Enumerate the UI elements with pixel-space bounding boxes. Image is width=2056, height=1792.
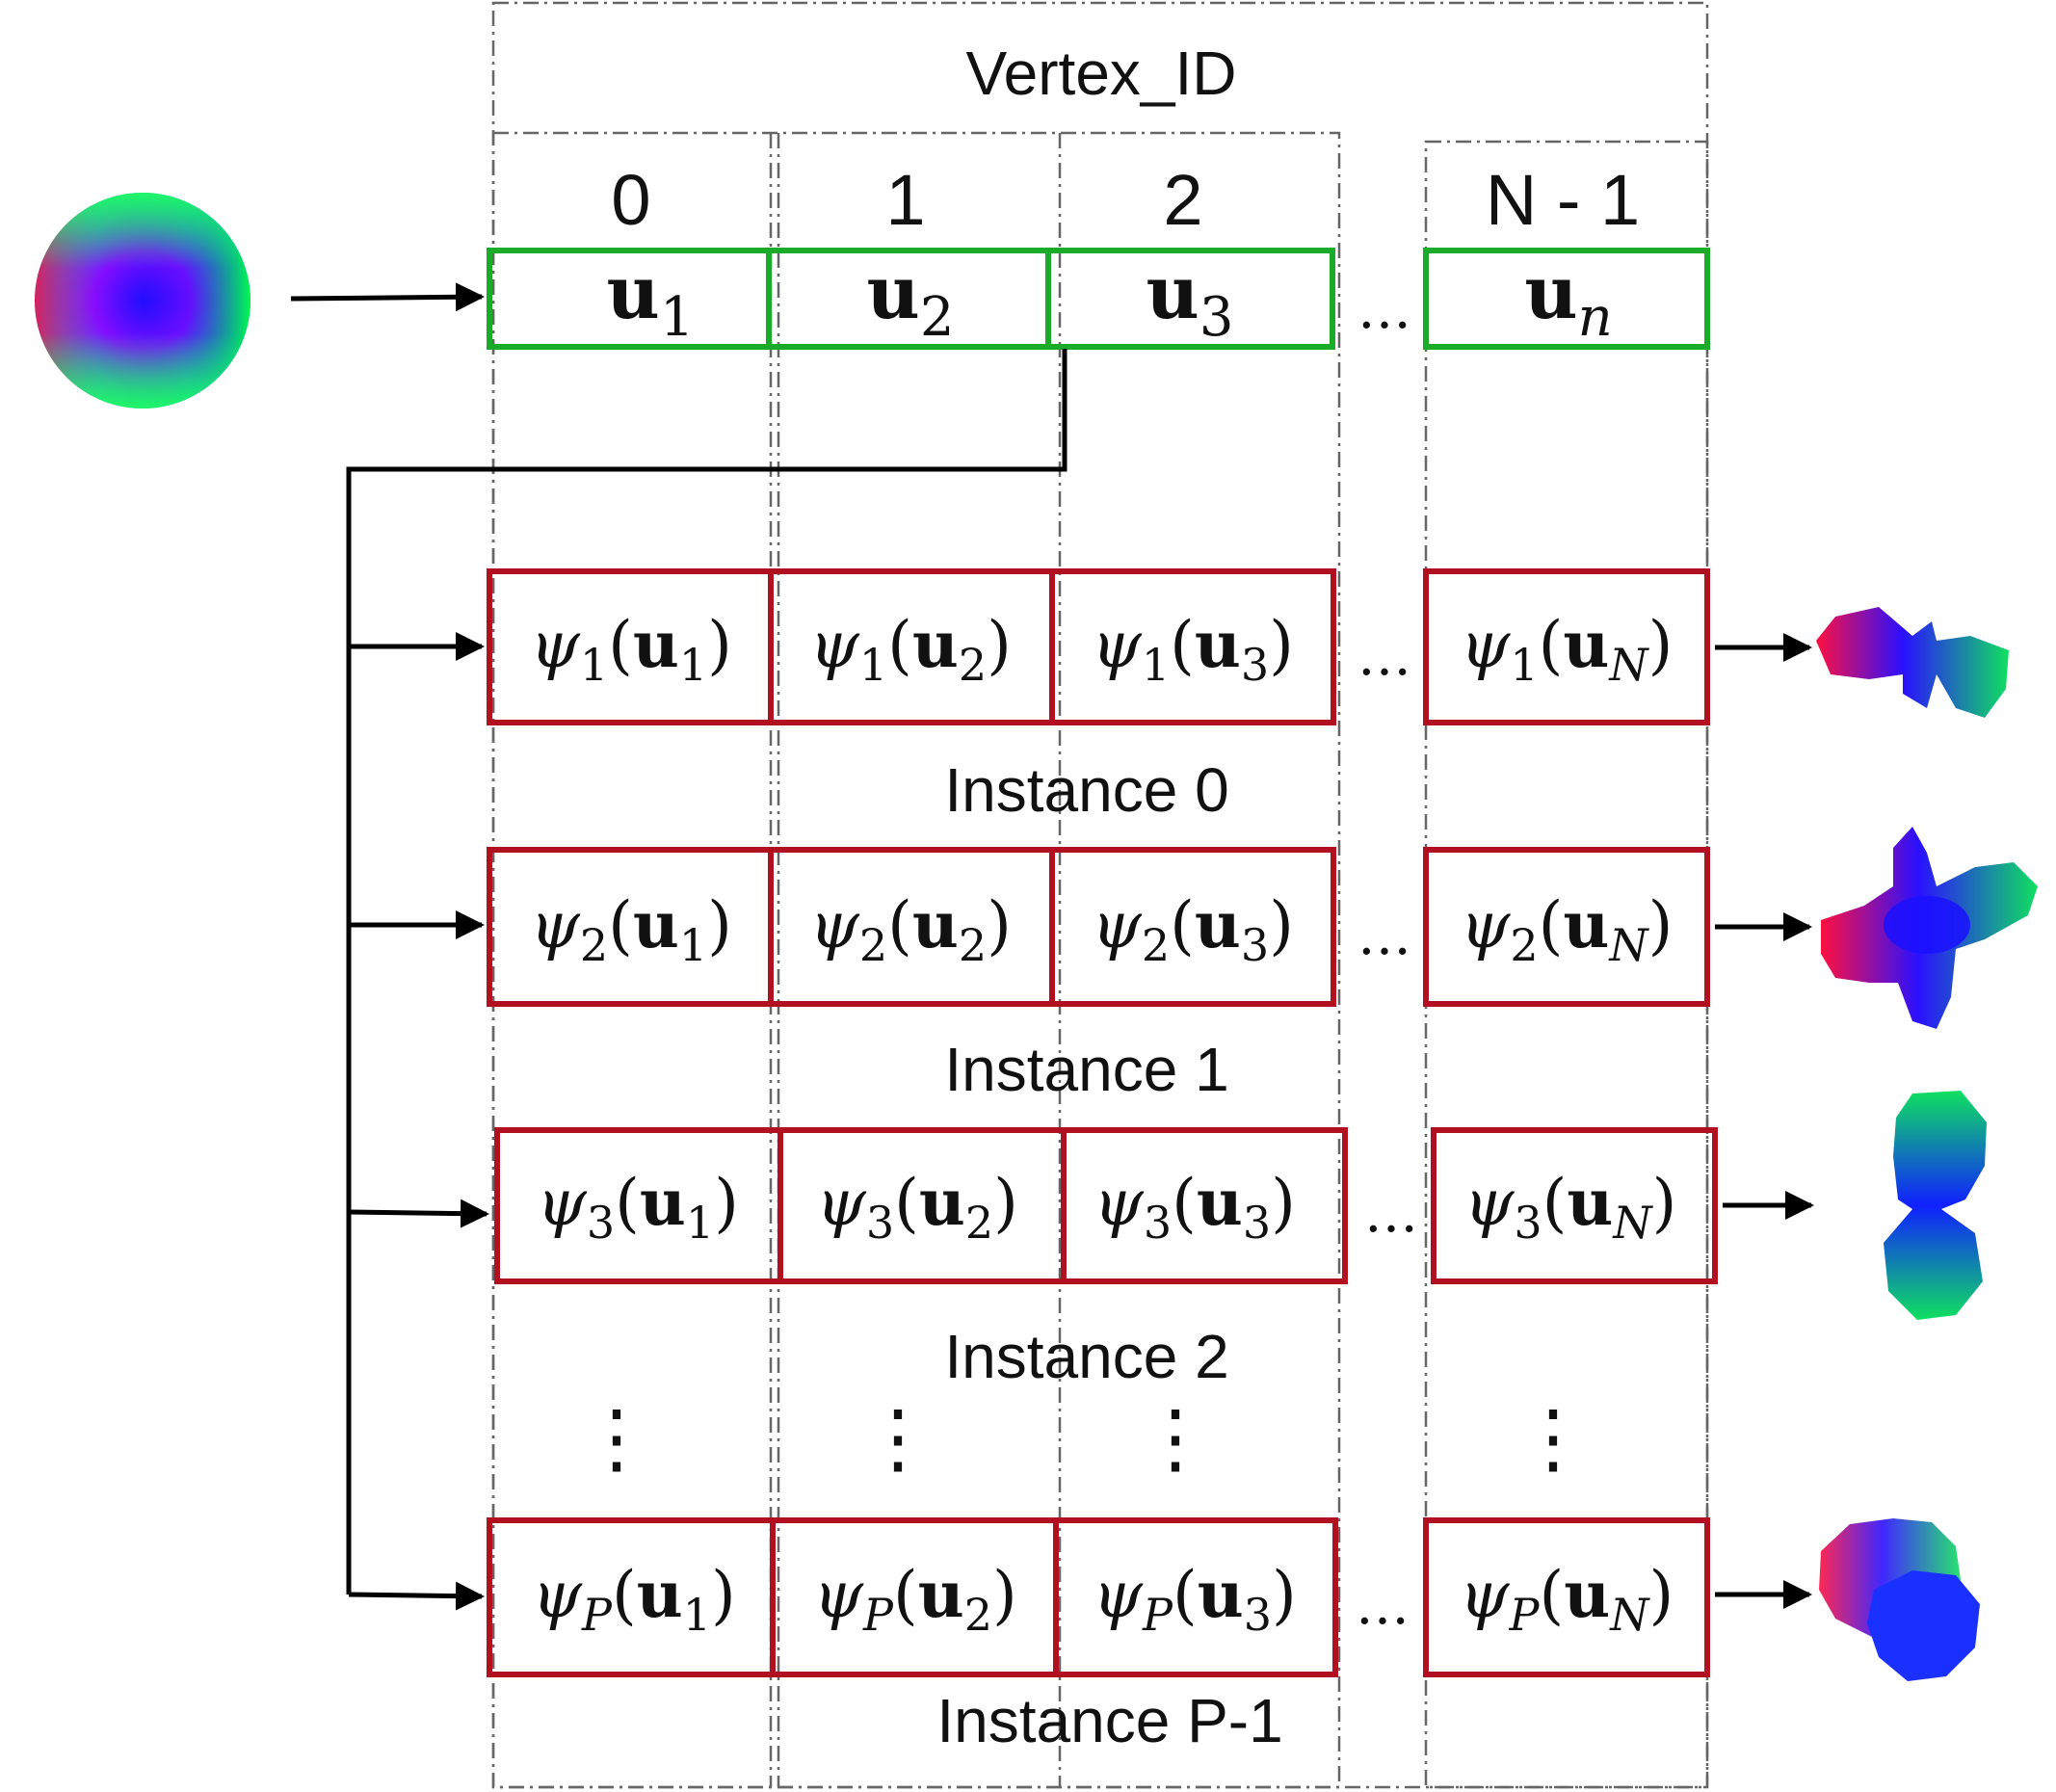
cell-rp-c2: ψP(u3) — [1093, 1557, 1297, 1641]
output-shape-p — [1819, 1518, 1980, 1681]
vertex-un: un — [1524, 250, 1612, 349]
cell-r2-c2: ψ3(u3) — [1094, 1165, 1296, 1249]
output-shape-2 — [1884, 1091, 1987, 1320]
ellipsis-r1: … — [1357, 905, 1411, 967]
cell-r1-c0: ψ2(u1) — [530, 887, 732, 971]
input-arrow — [290, 282, 485, 312]
output-shape-0 — [1816, 607, 2009, 718]
cell-rp-c0: ψP(u1) — [532, 1557, 736, 1641]
input-sphere — [35, 193, 250, 408]
cell-r1-c1: ψ2(u2) — [809, 887, 1012, 971]
vertex-row — [487, 248, 1710, 350]
cell-r2-c0: ψ3(u1) — [537, 1165, 739, 1249]
vertex-id-label: Vertex_ID — [965, 39, 1236, 108]
instance-row-0 — [487, 568, 1710, 725]
ellipsis-r0: … — [1357, 625, 1411, 688]
vdots-col-2: ⋮ — [1137, 1393, 1214, 1483]
cell-rp-c3: ψP(uN) — [1460, 1557, 1674, 1641]
connector-line — [346, 349, 1068, 1594]
arrow-instance-2 — [348, 1199, 489, 1228]
cell-r0-c3: ψ1(uN) — [1461, 607, 1674, 691]
cell-r0-c2: ψ1(u3) — [1092, 607, 1294, 691]
instance-1-label: Instance 1 — [944, 1035, 1228, 1104]
column-id-n-minus-1: N - 1 — [1486, 160, 1640, 240]
vertex-u2: u2 — [867, 250, 955, 349]
ellipsis-r2: … — [1364, 1182, 1418, 1245]
vertex-u1: u1 — [607, 250, 695, 349]
instance-2-label: Instance 2 — [944, 1322, 1228, 1391]
ellipsis-rp: … — [1356, 1574, 1410, 1637]
vertex-ellipsis: … — [1357, 278, 1411, 341]
column-id-1: 1 — [885, 160, 925, 240]
cell-r0-c0: ψ1(u1) — [530, 607, 732, 691]
output-shape-1 — [1821, 827, 2038, 1029]
instance-0-label: Instance 0 — [944, 755, 1228, 825]
column-id-0: 0 — [611, 160, 650, 240]
cell-r1-c3: ψ2(uN) — [1461, 887, 1674, 971]
cell-r1-c2: ψ2(u3) — [1092, 887, 1294, 971]
vdots-col-3: ⋮ — [1515, 1393, 1592, 1483]
cell-r2-c3: ψ3(uN) — [1464, 1165, 1677, 1249]
vertex-u3: u3 — [1147, 250, 1234, 349]
instance-row-p — [487, 1517, 1710, 1677]
vdots-col-1: ⋮ — [859, 1393, 936, 1483]
cell-r0-c1: ψ1(u2) — [809, 607, 1012, 691]
instance-p-label: Instance P-1 — [936, 1686, 1282, 1755]
arrow-instance-p — [348, 1581, 485, 1611]
cell-rp-c1: ψP(u2) — [813, 1557, 1017, 1641]
instance-row-2 — [494, 1127, 1718, 1284]
column-id-2: 2 — [1163, 160, 1202, 240]
instance-row-1 — [487, 847, 1710, 1007]
vdots-col-0: ⋮ — [578, 1393, 655, 1483]
cell-r2-c1: ψ3(u2) — [816, 1165, 1018, 1249]
